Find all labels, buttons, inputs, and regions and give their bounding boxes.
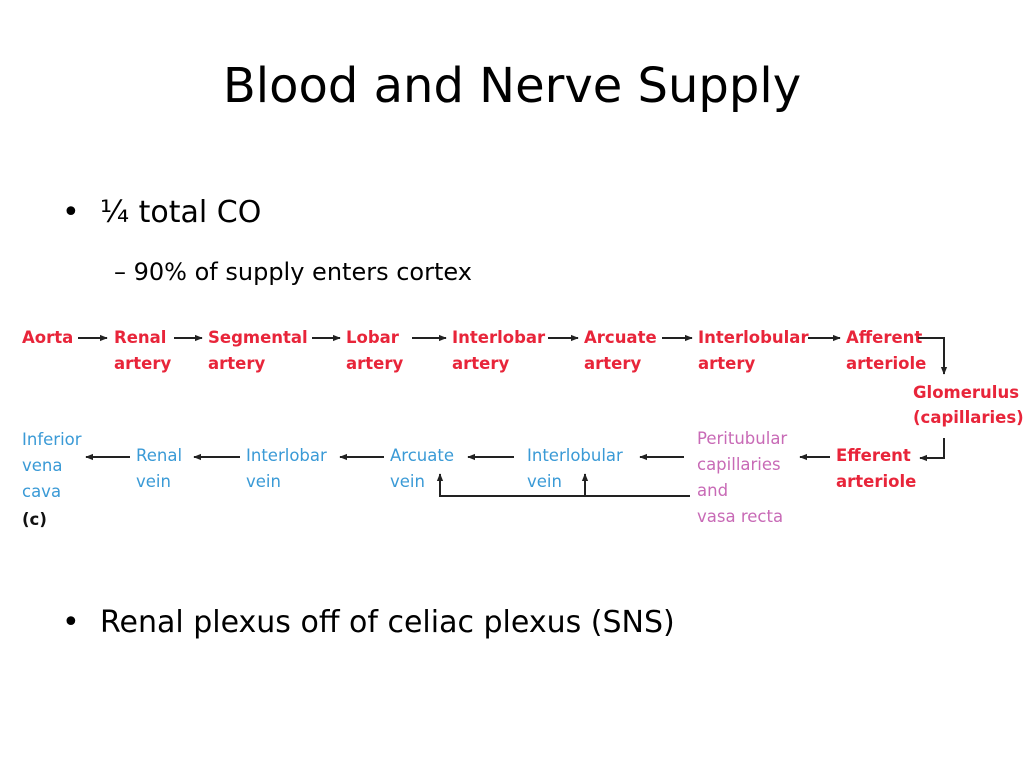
node-line: vein <box>246 472 281 491</box>
bullet-total-co: • ¼ total CO <box>62 198 261 228</box>
node-line: Segmental <box>208 328 308 347</box>
node-segmental-artery: Segmental artery <box>208 328 313 373</box>
node-glomerulus: Glomerulus (capillaries) <box>913 383 1024 427</box>
node-line: artery <box>452 354 509 373</box>
node-line: Renal <box>136 446 182 465</box>
node-renal-vein: Renal vein <box>136 446 187 491</box>
node-line: vein <box>527 472 562 491</box>
node-line: artery <box>114 354 171 373</box>
node-line: Renal <box>114 328 166 347</box>
node-efferent-arteriole: Efferent arteriole <box>836 446 917 491</box>
node-line: arteriole <box>846 354 926 373</box>
node-aorta: Aorta <box>22 328 73 347</box>
sub-bullet-marker: – <box>114 258 126 286</box>
node-line: Arcuate <box>390 446 454 465</box>
node-line: Inferior <box>22 430 82 449</box>
node-interlobular-vein: Interlobular vein <box>527 446 628 491</box>
node-line: Aorta <box>22 328 73 347</box>
bullet-renal-plexus: • Renal plexus off of celiac plexus (SNS) <box>62 608 675 638</box>
node-line: Arcuate <box>584 328 657 347</box>
node-arcuate-vein: Arcuate vein <box>390 446 459 491</box>
node-inferior-vena-cava: Inferior vena cava <box>22 430 87 501</box>
node-line: vein <box>136 472 171 491</box>
node-line: artery <box>208 354 265 373</box>
node-afferent-arteriole: Afferent arteriole <box>846 328 928 373</box>
node-line: vena <box>22 456 63 475</box>
bullet-marker: • <box>62 605 80 640</box>
node-line: Peritubular <box>697 429 787 448</box>
sub-bullet-cortex: – 90% of supply enters cortex <box>114 260 472 284</box>
node-line: Glomerulus <box>913 383 1019 402</box>
node-interlobar-artery: Interlobar artery <box>452 328 551 373</box>
slide-title: Blood and Nerve Supply <box>222 58 802 114</box>
node-interlobar-vein: Interlobar vein <box>246 446 332 491</box>
node-interlobular-artery: Interlobular artery <box>698 328 814 373</box>
arrow-afferent-glomerulus <box>918 337 948 375</box>
node-line: capillaries <box>697 455 781 474</box>
node-line: vein <box>390 472 425 491</box>
node-line: Interlobular <box>527 446 623 465</box>
node-arcuate-artery: Arcuate artery <box>584 328 662 373</box>
node-line: Interlobar <box>246 446 327 465</box>
node-renal-artery: Renal artery <box>114 328 172 373</box>
node-line: cava <box>22 482 61 501</box>
node-line: Lobar <box>346 328 400 347</box>
arrow-glomerulus-efferent <box>919 438 945 462</box>
node-line: vasa recta <box>697 507 783 526</box>
node-line: artery <box>346 354 403 373</box>
node-line: Afferent <box>846 328 922 347</box>
node-peritubular-capillaries: Peritubular capillaries and vasa recta <box>697 429 792 526</box>
node-line: arteriole <box>836 472 916 491</box>
bullet-text: Renal plexus off of celiac plexus (SNS) <box>100 605 675 640</box>
node-line: Efferent <box>836 446 911 465</box>
node-line: (capillaries) <box>913 408 1024 427</box>
panel-label: (c) <box>22 510 47 529</box>
bullet-marker: • <box>62 195 80 230</box>
node-lobar-artery: Lobar artery <box>346 328 405 373</box>
arrow-peritubular-bypass-line <box>436 473 690 497</box>
node-line: Interlobar <box>452 328 546 347</box>
node-line: and <box>697 481 728 500</box>
renal-blood-flow-diagram: Aorta Renal artery Segmental artery Loba… <box>22 328 1024 529</box>
sub-bullet-text: 90% of supply enters cortex <box>133 258 472 286</box>
node-line: Interlobular <box>698 328 809 347</box>
bullet-text: ¼ total CO <box>100 195 262 230</box>
node-line: artery <box>698 354 755 373</box>
node-line: artery <box>584 354 641 373</box>
